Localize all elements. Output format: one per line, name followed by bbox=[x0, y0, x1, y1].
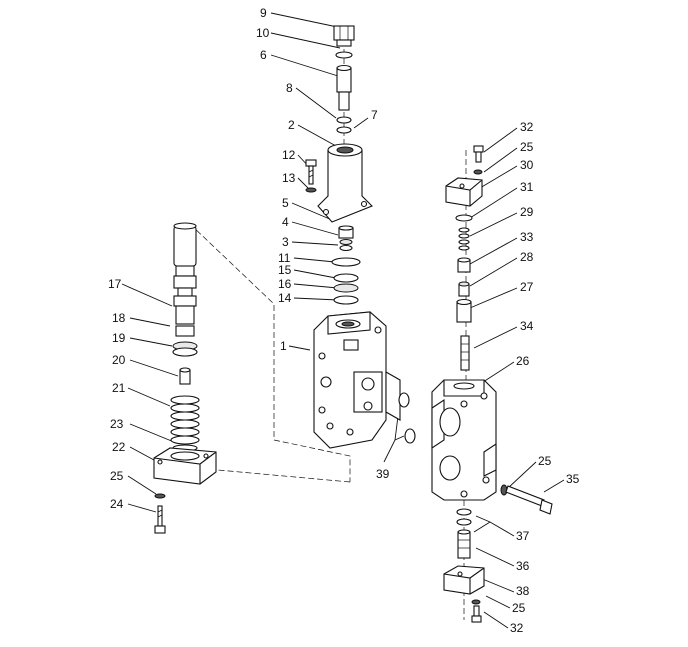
main-valve-body bbox=[313, 311, 401, 449]
callout-19: 19 bbox=[112, 331, 126, 345]
callout-26: 26 bbox=[516, 354, 530, 368]
callout-29: 29 bbox=[520, 205, 534, 219]
lower-spool bbox=[457, 529, 471, 559]
callout-39: 39 bbox=[376, 467, 390, 481]
lock-washer bbox=[154, 493, 166, 499]
callout-15: 15 bbox=[278, 263, 292, 277]
callout-32-top: 32 bbox=[520, 120, 534, 134]
spool-assembly bbox=[153, 222, 217, 534]
callout-38: 38 bbox=[516, 584, 530, 598]
callout-16: 16 bbox=[278, 277, 292, 291]
callout-33: 33 bbox=[520, 230, 534, 244]
callout-1: 1 bbox=[280, 339, 287, 353]
cover-plate bbox=[153, 447, 217, 485]
callout-14: 14 bbox=[278, 291, 292, 305]
callout-2: 2 bbox=[288, 118, 295, 132]
long-bolt bbox=[505, 485, 553, 515]
retainer-ring bbox=[333, 295, 359, 305]
port-o-ring bbox=[398, 392, 410, 408]
callout-27: 27 bbox=[520, 280, 534, 294]
callout-20: 20 bbox=[112, 353, 126, 367]
callout-22: 22 bbox=[112, 440, 126, 454]
relief-valve-housing bbox=[431, 379, 497, 501]
bolt bbox=[305, 159, 317, 185]
callout-8: 8 bbox=[286, 81, 293, 95]
callout-21: 21 bbox=[112, 381, 126, 395]
callout-17: 17 bbox=[108, 277, 122, 291]
callout-30: 30 bbox=[520, 158, 534, 172]
spring-seat-stack bbox=[338, 225, 354, 252]
leader-lines bbox=[121, 12, 565, 629]
callout-3: 3 bbox=[282, 235, 289, 249]
callout-23: 23 bbox=[110, 417, 124, 431]
callout-25-mid: 25 bbox=[538, 454, 552, 468]
o-ring bbox=[336, 126, 352, 134]
lock-washer bbox=[471, 599, 481, 605]
callout-5: 5 bbox=[282, 196, 289, 210]
callout-4: 4 bbox=[282, 215, 289, 229]
callout-labels: 9 10 6 8 7 2 12 13 5 4 3 11 15 16 14 1 1… bbox=[108, 6, 580, 635]
callout-18: 18 bbox=[112, 311, 126, 325]
callout-10: 10 bbox=[256, 26, 270, 40]
callout-28: 28 bbox=[520, 250, 534, 264]
relief-valve-stack bbox=[445, 145, 484, 371]
callout-25-top: 25 bbox=[520, 140, 534, 154]
plunger bbox=[336, 64, 352, 111]
callout-7: 7 bbox=[371, 108, 378, 122]
callout-32-bottom: 32 bbox=[510, 621, 524, 635]
callout-6: 6 bbox=[260, 48, 267, 62]
callout-24: 24 bbox=[110, 497, 124, 511]
lock-washer bbox=[305, 187, 317, 193]
spring bbox=[170, 395, 200, 452]
callout-34: 34 bbox=[520, 319, 534, 333]
callout-13: 13 bbox=[282, 171, 296, 185]
bolt bbox=[471, 605, 482, 623]
callout-31: 31 bbox=[520, 180, 534, 194]
callout-25-bottom: 25 bbox=[512, 601, 526, 615]
callout-25: 25 bbox=[110, 469, 124, 483]
cylinder-housing bbox=[317, 143, 373, 223]
retainer-ring bbox=[333, 273, 359, 283]
callout-11: 11 bbox=[278, 251, 291, 265]
port-o-ring bbox=[404, 428, 416, 444]
retainer-ring bbox=[333, 283, 359, 293]
o-ring bbox=[456, 518, 472, 526]
lower-cover bbox=[443, 565, 485, 595]
callout-12: 12 bbox=[282, 148, 296, 162]
washer bbox=[335, 51, 353, 59]
top-cap-assembly bbox=[305, 25, 373, 305]
large-o-ring bbox=[331, 257, 361, 267]
o-ring bbox=[456, 508, 472, 516]
bolt bbox=[154, 505, 166, 534]
callout-9: 9 bbox=[260, 6, 267, 20]
o-ring bbox=[336, 116, 352, 124]
callout-36: 36 bbox=[516, 559, 530, 573]
cap-nut bbox=[333, 25, 355, 47]
callout-37: 37 bbox=[516, 529, 530, 543]
callout-35: 35 bbox=[566, 472, 580, 486]
